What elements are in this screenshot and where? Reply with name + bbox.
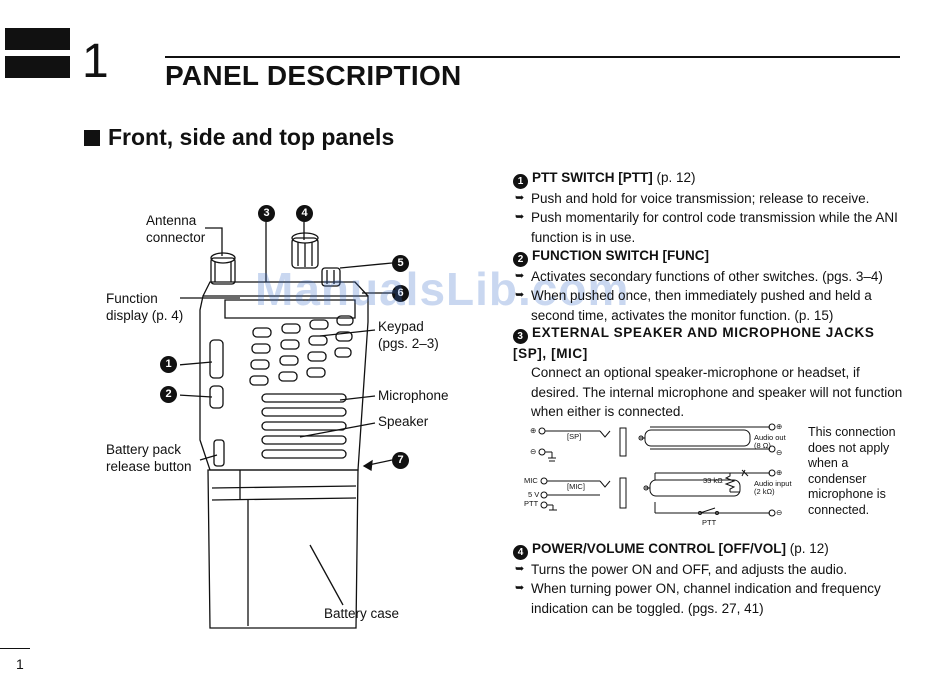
radio-illustration xyxy=(180,222,393,629)
chapter-number: 1 xyxy=(82,35,109,88)
chapter-title: PANEL DESCRIPTION xyxy=(165,60,462,91)
page-ref: (p. 12) xyxy=(789,541,829,556)
mic-jack-label: [MIC] xyxy=(567,482,585,491)
microphone-leader xyxy=(339,395,376,401)
audio-in-label: Audio input (2 kΩ) xyxy=(754,479,792,496)
arrow-icon: ➥ xyxy=(515,289,525,302)
out-plus-mark: ⊕ xyxy=(776,422,783,431)
speaker-label: Speaker xyxy=(378,414,429,429)
ptt-switch-label: PTT xyxy=(702,518,717,527)
volume-knob-drawing xyxy=(291,232,319,269)
resistor-label: 33 kΩ xyxy=(703,476,723,485)
in-minus-mark: ⊖ xyxy=(776,508,783,517)
antenna-connector-drawing xyxy=(210,252,236,285)
in-plus-mark: ⊕ xyxy=(776,468,783,477)
bullet-item: ➥When turning power ON, channel indicati… xyxy=(515,581,881,616)
keypad-label: Keypad (pgs. 2–3) xyxy=(378,319,439,351)
section-bullet xyxy=(84,130,100,146)
connection-note: This connection does not apply when a co… xyxy=(808,425,896,517)
antenna-connector-label: Antenna connector xyxy=(146,213,206,245)
callout-5-badge: 5 xyxy=(392,255,409,272)
item-number-badge: 4 xyxy=(513,545,528,560)
out-minus-mark: ⊖ xyxy=(776,448,783,457)
bullet-item: ➥Push momentarily for control code trans… xyxy=(515,210,898,245)
microphone-label: Microphone xyxy=(378,388,449,403)
arrow-icon: ➥ xyxy=(515,270,525,282)
bullet-item: ➥Turns the power ON and OFF, and adjusts… xyxy=(513,560,903,579)
item-body: Connect an optional speaker-microphone o… xyxy=(531,365,903,419)
bullet-item: ➥Push and hold for voice transmission; r… xyxy=(513,189,903,208)
battery-release-leader xyxy=(199,454,218,461)
chapter-tab-bar xyxy=(5,28,70,50)
keypad-drawing xyxy=(249,315,354,386)
chapter-rule xyxy=(165,56,900,58)
arrow-icon: ➥ xyxy=(515,211,525,224)
callout-6-badge: 6 xyxy=(392,285,409,302)
speaker-leader xyxy=(299,422,376,438)
callout-4-badge: 4 xyxy=(296,205,313,222)
sp-plus-mark: ⊕ xyxy=(530,426,537,435)
arrow-icon: ➥ xyxy=(515,563,525,575)
battery-release-label: Battery pack release button xyxy=(106,442,192,474)
audio-out-label: Audio out (8 Ω) xyxy=(754,433,786,450)
v5-pin-label: 5 V xyxy=(528,490,540,499)
item-number-badge: 2 xyxy=(513,252,528,267)
battery-case-leader xyxy=(309,544,344,606)
bullet-item: ➥When pushed once, then immediately push… xyxy=(515,288,872,323)
page-number: 1 xyxy=(16,656,24,672)
item-number-badge: 1 xyxy=(513,174,528,189)
antenna-leader xyxy=(205,227,223,256)
item-number-badge: 3 xyxy=(513,329,528,344)
keypad-leader xyxy=(319,329,376,337)
callout-7-badge: 7 xyxy=(392,452,409,469)
watermark: ManualsLib.com xyxy=(255,263,630,315)
footer-rule xyxy=(0,648,30,649)
callout-2-leader xyxy=(180,394,213,398)
battery-case-label: Battery case xyxy=(324,606,400,621)
jack-schematic xyxy=(538,423,776,517)
ptt-pin-label: PTT xyxy=(524,499,539,508)
page-ref: (p. 12) xyxy=(656,170,696,185)
battery-pack-drawing xyxy=(207,469,359,629)
arrow-icon: ➥ xyxy=(515,582,525,595)
sp-minus-mark: ⊖ xyxy=(530,447,537,456)
callout-1-badge: 1 xyxy=(160,356,177,373)
chapter-tab-bar xyxy=(5,56,70,78)
callout-2-badge: 2 xyxy=(160,386,177,403)
callout-5-leader xyxy=(339,262,393,269)
callout-1-leader xyxy=(180,361,213,366)
callout-3-badge: 3 xyxy=(258,205,275,222)
bullet-item: ➥Activates secondary functions of other … xyxy=(513,267,903,286)
speaker-grille-drawing xyxy=(261,393,347,459)
callout-7-arrowhead xyxy=(362,459,373,472)
mic-pin-label: MIC xyxy=(524,476,538,485)
section-title: Front, side and top panels xyxy=(108,124,395,150)
battery-release-drawing xyxy=(213,439,225,467)
arrow-icon: ➥ xyxy=(515,192,525,204)
function-display-label: Function display (p. 4) xyxy=(106,291,184,323)
ptt-switch-drawing xyxy=(209,339,224,379)
sp-jack-label: [SP] xyxy=(567,432,582,441)
